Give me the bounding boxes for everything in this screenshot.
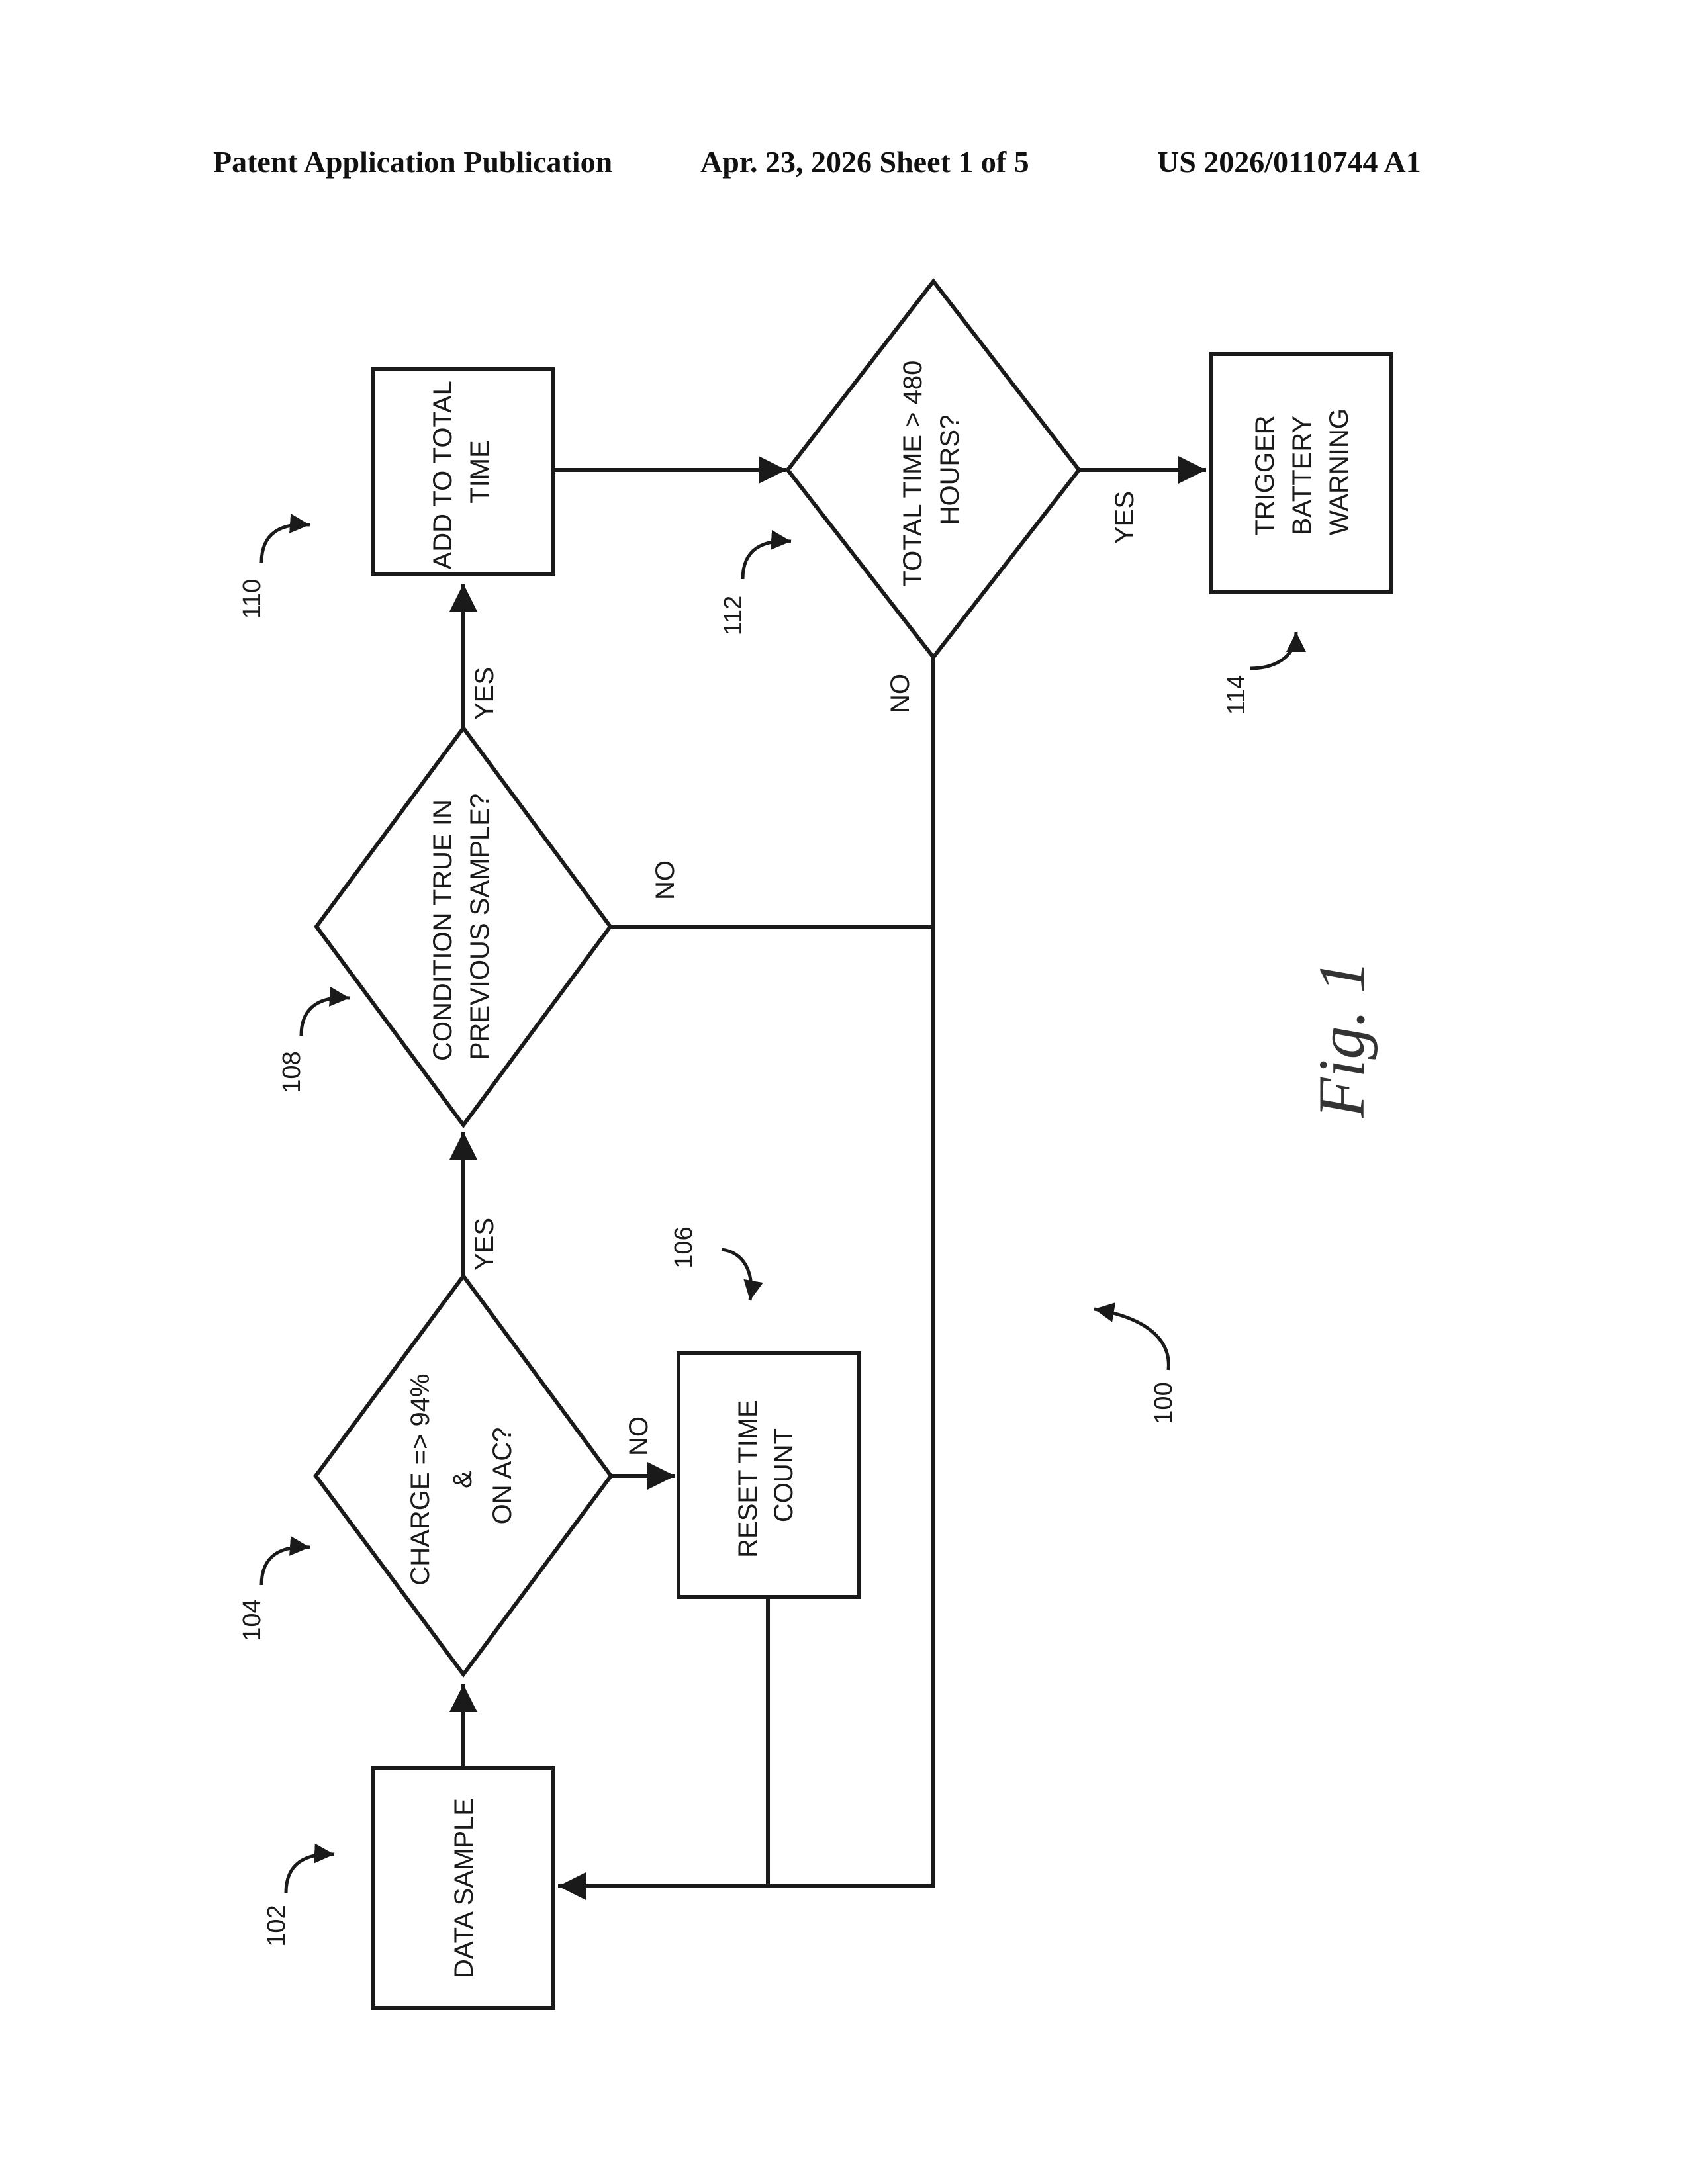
ref-100-leader-icon bbox=[1094, 1309, 1168, 1370]
ref-106: 106 bbox=[670, 1226, 698, 1268]
ref-108: 108 bbox=[278, 1051, 306, 1093]
ref-112-leader-icon bbox=[743, 541, 791, 579]
ref-112: 112 bbox=[720, 596, 747, 636]
ref-114-leader-icon bbox=[1250, 632, 1296, 668]
edge-label-108-no: NO bbox=[651, 860, 680, 900]
ref-100: 100 bbox=[1150, 1382, 1178, 1424]
condition-decision-diamond bbox=[316, 728, 610, 1125]
total-time-decision-diamond bbox=[788, 281, 1079, 657]
ref-102-leader-icon bbox=[286, 1854, 334, 1893]
edge-return-loop bbox=[558, 657, 933, 1886]
ref-104-leader-icon bbox=[261, 1547, 310, 1585]
edge-label-112-yes: YES bbox=[1110, 491, 1139, 544]
ref-108-leader-icon bbox=[301, 998, 350, 1036]
figure-caption: Fig. 1 bbox=[1305, 960, 1378, 1119]
connectors bbox=[463, 470, 1206, 1886]
edge-label-104-no: NO bbox=[624, 1416, 653, 1456]
ref-110-leader-icon bbox=[261, 525, 310, 563]
edge-label-112-no: NO bbox=[886, 674, 915, 713]
add-total-time-box bbox=[373, 369, 553, 574]
battery-warning-label: TRIGGER BATTERY WARNING bbox=[1250, 408, 1354, 535]
ref-114: 114 bbox=[1223, 675, 1250, 715]
ref-110: 110 bbox=[238, 579, 266, 619]
edge-label-104-yes: YES bbox=[470, 1218, 499, 1271]
ref-104: 104 bbox=[238, 1599, 266, 1641]
data-sample-label: DATA SAMPLE bbox=[449, 1798, 479, 1978]
ref-106-leader-icon bbox=[722, 1250, 751, 1300]
edge-label-108-yes: YES bbox=[470, 667, 499, 720]
ref-102: 102 bbox=[263, 1905, 291, 1946]
